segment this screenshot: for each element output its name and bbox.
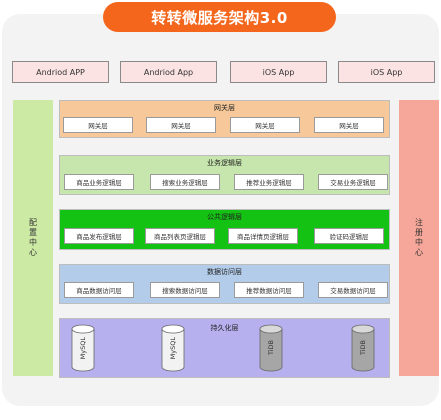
db-label: MySQL [169,336,177,360]
common-logic-cell: 商品发布逻辑层 [64,228,134,244]
database-cylinder-icon [351,324,375,372]
gateway-cell: 网关层 [63,117,133,133]
data-access-layer: 数据访问层 商品数据访问层 搜索数据访问层 推荐数据访问层 交易数据访问层 [59,264,390,304]
gateway-layer: 网关层 网关层 网关层 网关层 网关层 [59,100,390,138]
gateway-cell: 网关层 [230,117,300,133]
mysql-database-icon: MySQL [161,324,185,372]
gateway-layer-title: 网关层 [214,104,235,112]
gateway-cell: 网关层 [314,117,384,133]
tidb-database-icon: TiDB [259,324,283,372]
config-center-bar: 配置中心 [13,100,53,376]
business-logic-cell: 推荐业务逻辑层 [234,174,304,190]
tidb-database-icon: TiDB [351,324,375,372]
client-android-app-2: Andriod App [120,61,217,83]
data-access-cell: 搜索数据访问层 [150,282,220,298]
business-logic-layer-title: 业务逻辑层 [207,159,242,167]
config-center-label: 配置中心 [28,218,38,258]
persistence-layer-title: 持久化层 [210,324,239,332]
persistence-layer: 持久化层 [59,318,390,378]
business-logic-cell: 搜索业务逻辑层 [150,174,220,190]
data-access-cell: 交易数据访问层 [318,282,388,298]
db-label: TiDB [359,340,367,356]
registry-center-bar: 注册中心 [399,100,439,376]
database-cylinder-icon [71,324,95,372]
registry-center-label: 注册中心 [414,218,424,258]
client-ios-app-1: iOS App [230,61,327,83]
business-logic-cell: 商品业务逻辑层 [64,174,134,190]
business-logic-cell: 交易业务逻辑层 [318,174,388,190]
data-access-layer-title: 数据访问层 [207,268,242,276]
client-ios-app-2: iOS App [338,61,435,83]
bottom-margin [0,406,441,420]
client-android-app-1: Andriod APP [12,61,109,83]
common-logic-cell: 验证码逻辑层 [314,228,384,244]
db-label: MySQL [79,336,87,360]
database-cylinder-icon [259,324,283,372]
diagram-title: 转转微服务架构3.0 [103,2,336,32]
common-logic-cell: 商品详情页逻辑层 [228,228,298,244]
db-label: TiDB [267,340,275,356]
common-logic-layer: 公共逻辑层 商品发布逻辑层 商品列表页逻辑层 商品详情页逻辑层 验证码逻辑层 [59,209,390,250]
mysql-database-icon: MySQL [71,324,95,372]
business-logic-layer: 业务逻辑层 商品业务逻辑层 搜索业务逻辑层 推荐业务逻辑层 交易业务逻辑层 [59,155,390,195]
common-logic-cell: 商品列表页逻辑层 [145,228,215,244]
data-access-cell: 推荐数据访问层 [234,282,304,298]
database-cylinder-icon [161,324,185,372]
gateway-cell: 网关层 [146,117,216,133]
data-access-cell: 商品数据访问层 [64,282,134,298]
common-logic-layer-title: 公共逻辑层 [207,213,242,221]
